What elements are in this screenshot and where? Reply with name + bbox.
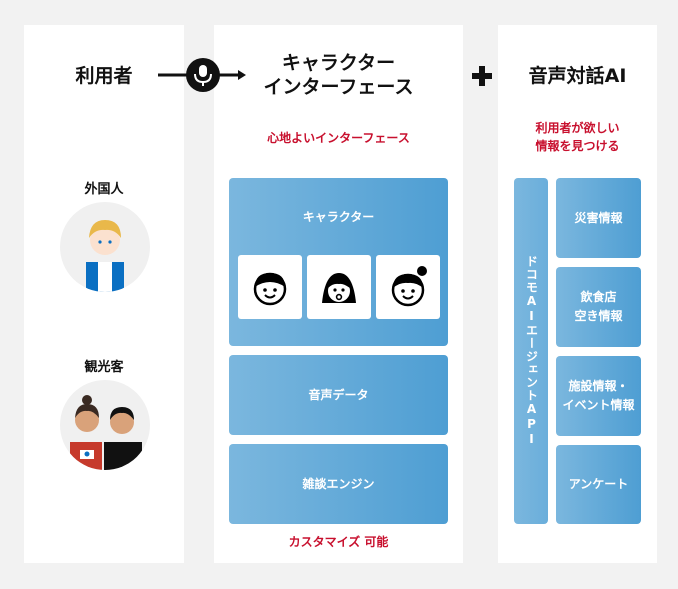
users-panel [24, 25, 184, 563]
users-title: 利用者 [75, 65, 133, 87]
service-label: 空き情報 [574, 309, 623, 323]
interface-subtitle: 心地よいインターフェース [267, 131, 410, 145]
service-label: イベント情報 [562, 398, 635, 412]
docomo-api-bar: ドコモAIエージェントAPI [514, 178, 548, 524]
service-restaurant: 飲食店空き情報 [556, 267, 641, 347]
interface-title-line2: インターフェース [263, 76, 414, 98]
foreigner-avatar [60, 202, 150, 292]
voice-data-block: 音声データ [229, 355, 448, 435]
tourist-avatar [60, 380, 150, 470]
service-label: 施設情報・ [568, 379, 629, 393]
character-face-1[interactable] [238, 255, 302, 319]
persona-foreigner-label: 外国人 [84, 182, 124, 197]
plus-icon [472, 66, 492, 90]
service-label: 飲食店 [580, 290, 617, 304]
chat-engine-block: 雑談エンジン [229, 444, 448, 524]
customizable-note: カスタマイズ 可能 [288, 535, 389, 549]
interface-title: キャラクター インターフェース [214, 51, 463, 99]
voice-input-arrow [158, 56, 246, 98]
service-label: アンケート [568, 477, 629, 491]
persona-tourist-label: 観光客 [84, 360, 124, 375]
ai-subtitle-line2: 情報を見つける [535, 139, 620, 153]
character-face-3[interactable] [376, 255, 440, 319]
docomo-api-label: ドコモAIエージェントAPI [524, 255, 539, 447]
ai-subtitle-line1: 利用者が欲しい [535, 121, 620, 135]
interface-title-line1: キャラクター [281, 52, 396, 74]
character-block-label: キャラクター [302, 210, 375, 224]
ai-title: 音声対話AI [528, 65, 627, 87]
service-label: 災害情報 [574, 210, 623, 225]
service-disaster: 災害情報 [556, 178, 641, 258]
service-facility-event: 施設情報・イベント情報 [556, 356, 641, 436]
service-survey: アンケート [556, 445, 641, 524]
character-face-2[interactable] [307, 255, 371, 319]
ai-subtitle: 利用者が欲しい 情報を見つける [498, 119, 657, 155]
